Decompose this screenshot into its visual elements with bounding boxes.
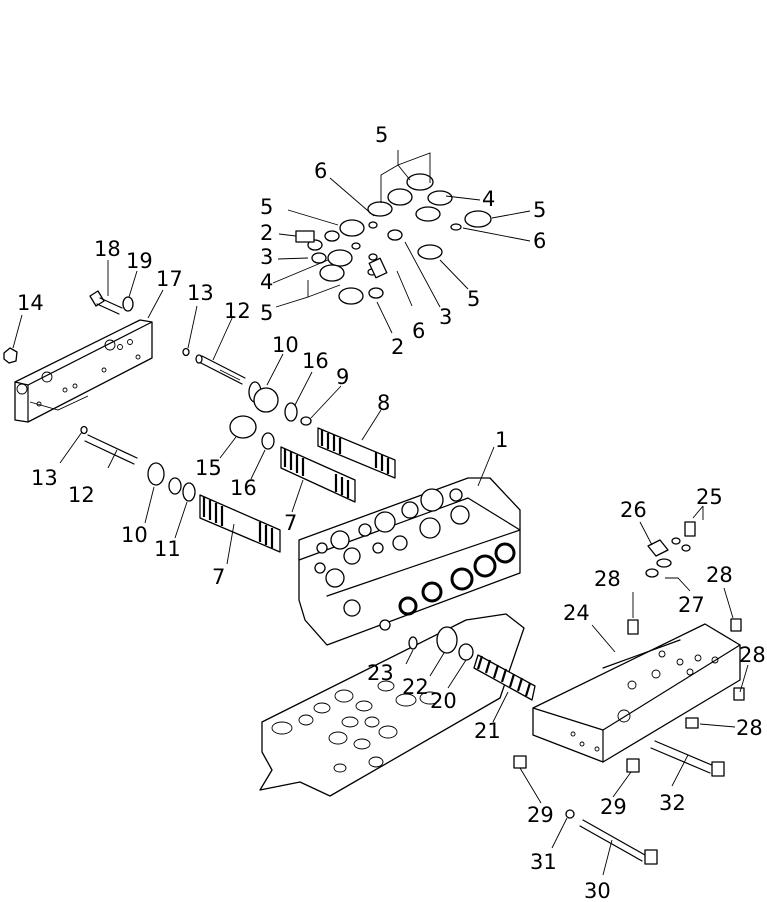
callout-label: 12	[224, 299, 251, 323]
callout-label: 28	[706, 563, 733, 587]
callout-label: 15	[195, 456, 222, 480]
callout-label: 28	[739, 643, 766, 667]
gasket-plate	[259, 613, 525, 797]
callout-label: 22	[402, 675, 429, 699]
cover-plate	[14, 319, 153, 423]
callout-label: 11	[154, 537, 181, 561]
callout-label: 8	[377, 391, 390, 415]
callout-label: 28	[594, 567, 621, 591]
callout-label: 24	[563, 601, 590, 625]
callout-label: 6	[412, 319, 425, 343]
cover-bolt	[89, 290, 134, 315]
callout-label: 21	[474, 719, 501, 743]
callout-label: 3	[260, 245, 273, 269]
callout-label: 26	[620, 498, 647, 522]
callout-label: 14	[17, 291, 44, 315]
callout-label: 13	[187, 281, 214, 305]
valve-body	[298, 477, 521, 646]
callout-label: 5	[375, 123, 388, 147]
callout-label: 16	[230, 476, 257, 500]
callout-label: 29	[527, 803, 554, 827]
callout-labels: 5 6 4 5 5 2 6 3 4 5 5 3 6 2 18 19 17 14 …	[17, 123, 766, 902]
callout-label: 17	[156, 267, 183, 291]
cover-nut	[3, 347, 18, 364]
callout-label: 3	[439, 305, 452, 329]
fasteners	[513, 618, 745, 865]
callout-label: 2	[260, 221, 273, 245]
callout-label: 28	[736, 716, 763, 740]
callout-label: 10	[272, 333, 299, 357]
callout-label: 19	[126, 249, 153, 273]
callout-label: 6	[533, 229, 546, 253]
callout-label: 1	[495, 428, 508, 452]
callout-label: 31	[530, 850, 557, 874]
callout-label: 18	[94, 237, 121, 261]
callout-label: 16	[302, 349, 329, 373]
callout-label: 25	[696, 485, 723, 509]
lower-spool-parts	[80, 425, 281, 553]
callout-label: 29	[600, 795, 627, 819]
callout-label: 2	[391, 335, 404, 359]
callout-label: 5	[533, 198, 546, 222]
auxiliary-valve-block	[532, 623, 741, 763]
callout-label: 4	[260, 270, 273, 294]
callout-label: 7	[284, 511, 297, 535]
callout-label: 5	[260, 301, 273, 325]
callout-label: 30	[584, 879, 611, 902]
callout-label: 27	[678, 593, 705, 617]
leader-lines	[12, 150, 749, 876]
callout-label: 10	[121, 523, 148, 547]
callout-label: 5	[467, 287, 480, 311]
pilot-parts	[645, 521, 696, 578]
callout-label: 32	[659, 791, 686, 815]
seal-ring-group	[295, 173, 492, 305]
callout-label: 5	[260, 195, 273, 219]
callout-label: 6	[314, 159, 327, 183]
callout-label: 13	[31, 466, 58, 490]
callout-label: 23	[367, 661, 394, 685]
callout-label: 12	[68, 483, 95, 507]
lower-seal-parts	[408, 626, 536, 701]
callout-label: 4	[482, 187, 495, 211]
upper-spool-parts	[182, 347, 396, 503]
callout-label: 20	[430, 689, 457, 713]
callout-label: 9	[336, 365, 349, 389]
callout-label: 7	[212, 565, 225, 589]
